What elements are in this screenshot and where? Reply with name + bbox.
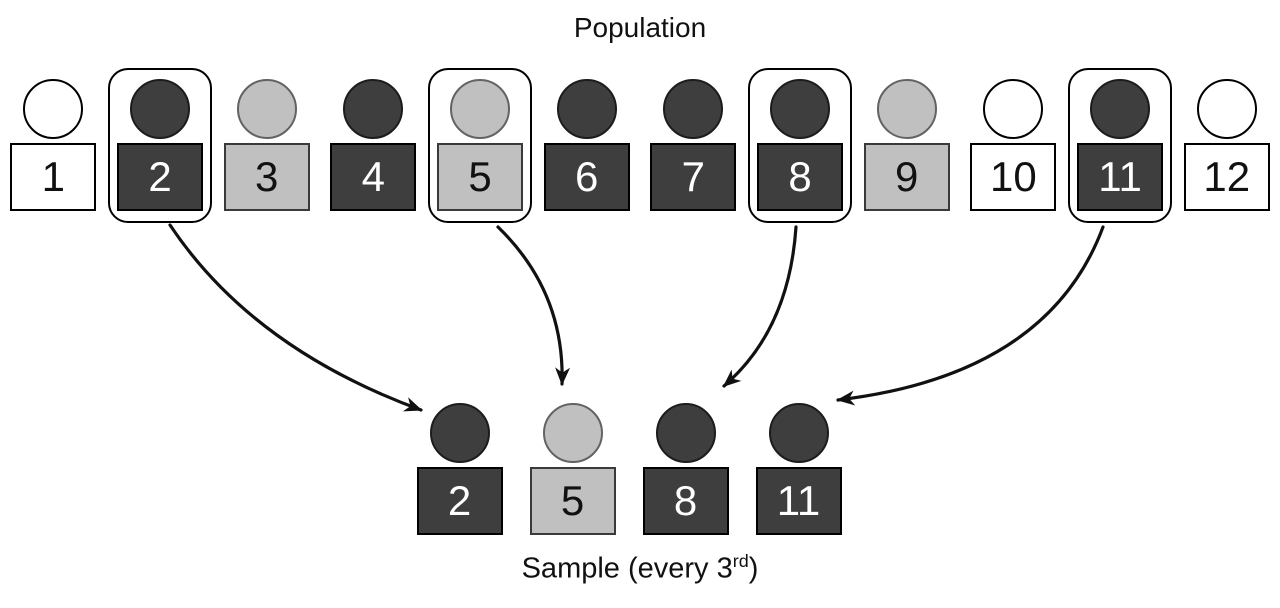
sample-member-8: 8 [629,403,742,535]
person-head-icon [236,79,297,139]
person-figure: 6 [543,79,630,211]
selection-box [1068,68,1173,223]
person-body: 9 [863,143,950,211]
population-member-2: 2 [107,68,214,223]
arrow-member-11-to-sample-icon [836,225,1105,406]
person-head-icon [343,79,404,139]
population-row: 1 2 3 4 [0,68,1280,223]
person-body: 11 [1077,143,1164,211]
person-head-icon [450,79,511,139]
person-body: 1 [10,143,97,211]
population-member-9: 9 [853,68,960,223]
person-body: 7 [650,143,737,211]
person-head-icon [768,403,829,463]
population-member-4: 4 [320,68,427,223]
person-figure: 8 [642,403,729,535]
person-body: 4 [330,143,417,211]
person-number: 5 [468,153,492,200]
sample-row: 2 5 8 11 [403,403,855,535]
population-member-6: 6 [533,68,640,223]
person-body: 11 [755,467,842,535]
person-number: 6 [575,153,599,200]
person-head-icon [983,79,1044,139]
person-number: 4 [361,153,386,200]
person-figure: 10 [970,79,1057,211]
person-figure: 5 [437,79,524,211]
person-body: 2 [416,467,503,535]
person-number: 11 [776,477,821,524]
person-body: 5 [529,467,616,535]
arrow-member-8-to-sample-icon [722,225,798,388]
person-number: 2 [148,153,172,200]
sample-caption: Sample (every 3rd) [0,551,1280,586]
person-body: 5 [437,143,524,211]
person-head-icon [655,403,716,463]
person-figure: 5 [529,403,616,535]
person-body: 8 [642,467,729,535]
selection-box [108,68,212,223]
person-head-icon [429,403,490,463]
caption-text-suffix: ) [748,552,759,585]
person-head-icon [542,403,603,463]
sample-member-2: 2 [403,403,516,535]
sample-member-11: 11 [742,403,855,535]
person-figure: 8 [757,79,844,211]
population-member-7: 7 [640,68,747,223]
person-head-icon [770,79,831,139]
person-number: 7 [681,153,706,200]
population-member-3: 3 [213,68,320,223]
person-number: 1 [41,153,65,200]
population-member-8: 8 [747,68,854,223]
person-number: 11 [1098,153,1142,200]
person-number: 12 [1203,153,1251,200]
person-head-icon [556,79,617,139]
person-body: 12 [1183,143,1270,211]
person-body: 8 [757,143,844,211]
person-figure: 2 [117,79,203,211]
person-number: 8 [673,477,698,524]
arrow-member-2-to-sample-icon [168,223,423,412]
person-head-icon [1196,79,1257,139]
person-head-icon [663,79,724,139]
person-figure: 3 [223,79,310,211]
person-head-icon [876,79,937,139]
person-body: 10 [970,143,1057,211]
diagram-title: Population [573,12,707,43]
person-figure: 2 [416,403,503,535]
population-member-12: 12 [1173,68,1280,223]
person-figure: 9 [863,79,950,211]
person-head-icon [130,79,190,139]
person-number: 8 [788,153,812,200]
person-number: 9 [895,153,919,200]
person-number: 5 [560,477,585,524]
sample-member-5: 5 [516,403,629,535]
person-head-icon [1090,79,1151,139]
person-figure: 1 [10,79,97,211]
caption-superscript: rd [732,551,749,571]
person-number: 2 [447,477,472,524]
person-figure: 7 [650,79,737,211]
population-member-11: 11 [1067,68,1174,223]
person-number: 3 [254,153,279,200]
population-member-10: 10 [960,68,1067,223]
selection-box [748,68,853,223]
population-member-1: 1 [0,68,107,223]
person-figure: 11 [1077,79,1164,211]
person-body: 3 [223,143,310,211]
population-member-5: 5 [427,68,534,223]
arrow-member-5-to-sample-icon [496,225,571,386]
caption-text: Sample (every 3 [521,552,733,585]
person-head-icon [23,79,84,139]
person-number: 10 [990,153,1037,200]
person-figure: 12 [1183,79,1270,211]
person-figure: 11 [755,403,842,535]
selection-box [428,68,533,223]
person-figure: 4 [330,79,417,211]
person-body: 2 [117,143,203,211]
person-body: 6 [543,143,630,211]
